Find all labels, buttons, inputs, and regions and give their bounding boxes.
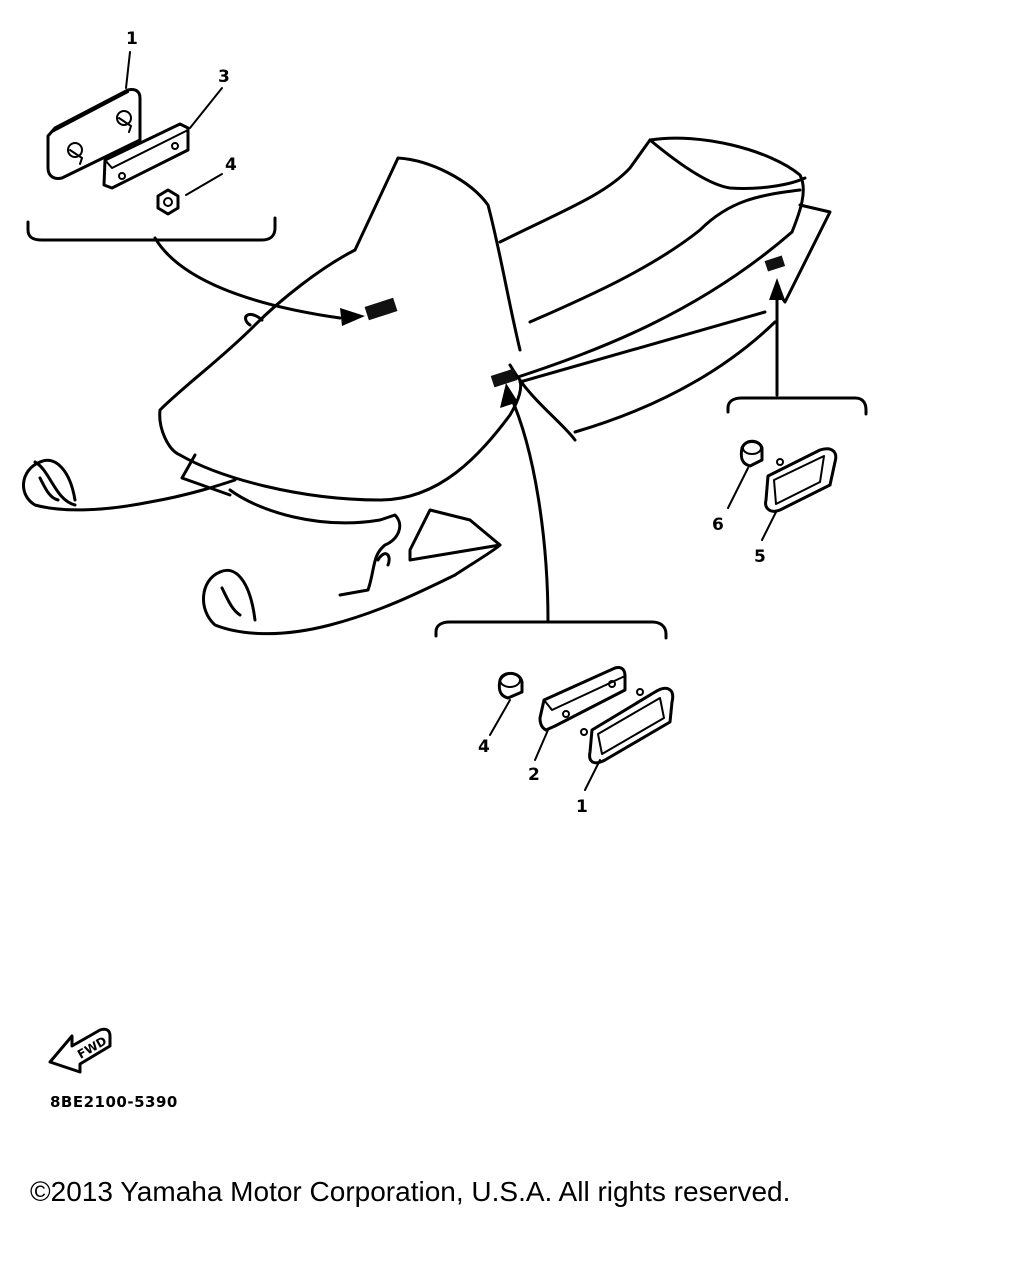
parts-group-bottom-center (489, 666, 675, 791)
snowmobile-illustration (22, 136, 832, 636)
mount-marks (364, 255, 786, 388)
callout-right-5: 5 (754, 547, 766, 567)
parts-group-right (727, 439, 838, 541)
diagram-part-code: 8BE2100-5390 (50, 1093, 178, 1111)
callout-bottom-1: 1 (576, 797, 588, 817)
fwd-arrow-icon: FWD (48, 1027, 112, 1074)
callout-bottom-4: 4 (478, 737, 490, 757)
callout-top-left-1: 1 (126, 29, 138, 49)
group-brackets (26, 216, 868, 640)
callout-labels: 1 3 4 4 2 1 6 5 (126, 29, 766, 817)
parts-group-top-left (46, 51, 223, 216)
callout-top-left-4: 4 (225, 155, 237, 175)
callout-right-6: 6 (712, 515, 724, 535)
leader-arrows (153, 236, 785, 624)
callout-bottom-2: 2 (528, 765, 540, 785)
callout-top-left-3: 3 (218, 67, 230, 87)
copyright-notice: ©2013 Yamaha Motor Corporation, U.S.A. A… (30, 1176, 791, 1207)
